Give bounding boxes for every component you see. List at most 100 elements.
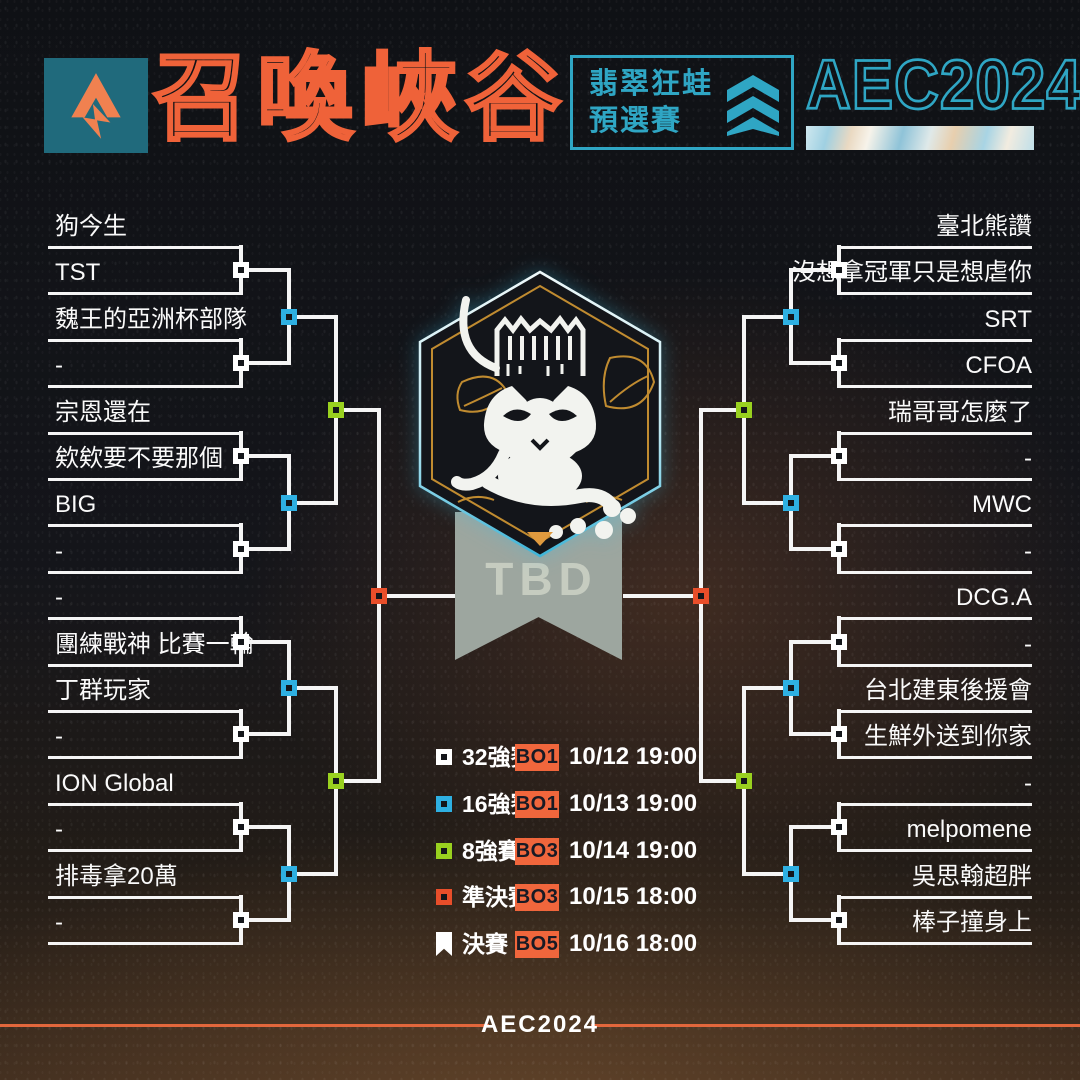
final-line (379, 594, 457, 598)
match-node-semifinal (371, 588, 387, 604)
match-node-r8 (328, 773, 344, 789)
team-underline (48, 339, 243, 342)
team-underline (837, 756, 1032, 759)
team-underline (48, 385, 243, 388)
legend-datetime: 10/13 19:00 (569, 789, 698, 817)
bracket-line (241, 361, 289, 365)
bracket-line (791, 361, 839, 365)
qualifier-line2: 預選賽 (589, 104, 683, 137)
team-underline (837, 617, 1032, 620)
qualifier-box: 翡翠狂蛙 預選賽 (570, 55, 794, 150)
match-node-r32 (831, 634, 847, 650)
bracket-line (791, 454, 839, 458)
legend-datetime: 10/15 18:00 (569, 883, 698, 911)
team-label: 沒想拿冠軍只是想虐你 (792, 259, 1032, 286)
team-underline (48, 803, 243, 806)
qualifier-line1: 翡翠狂蛙 (589, 68, 714, 101)
match-node-r16 (281, 680, 297, 696)
bracket-line (241, 547, 289, 551)
team-label: 丁群玩家 (55, 677, 151, 704)
bracket-line (289, 872, 336, 876)
match-node-semifinal (693, 588, 709, 604)
bracket-line (744, 501, 791, 505)
bracket-line (701, 779, 744, 783)
square-white-icon (436, 749, 452, 765)
team-label: 欸欸要不要那個 (55, 445, 223, 472)
match-node-r16 (281, 866, 297, 882)
team-label: - (1024, 770, 1032, 797)
bracket-line (289, 315, 336, 319)
team-label: - (1024, 538, 1032, 565)
team-underline (837, 849, 1032, 852)
team-label: 吳思翰超胖 (912, 863, 1032, 890)
team-label: - (55, 584, 63, 611)
bracket-line (744, 315, 791, 319)
match-node-r32 (831, 912, 847, 928)
match-node-r32 (233, 912, 249, 928)
bracket-line (241, 640, 289, 644)
match-node-r32 (233, 819, 249, 835)
footer-line-right (591, 1024, 1080, 1027)
match-node-r32 (233, 262, 249, 278)
match-node-r32 (831, 819, 847, 835)
bracket-line (791, 825, 839, 829)
match-node-r16 (783, 495, 799, 511)
match-node-r8 (736, 773, 752, 789)
bracket-line (336, 408, 379, 412)
bracket-line (336, 779, 379, 783)
bo-badge: BO3 (515, 837, 559, 865)
team-label: - (55, 538, 63, 565)
frog-emblem (418, 270, 662, 558)
match-node-r32 (233, 634, 249, 650)
match-node-r32 (831, 541, 847, 557)
team-underline (837, 478, 1032, 481)
bracket-line (744, 686, 791, 690)
event-name: AEC2024 (805, 46, 1080, 126)
tbd-label: TBD (485, 553, 598, 605)
team-underline (837, 803, 1032, 806)
team-label: DCG.A (955, 584, 1032, 611)
match-node-r32 (233, 448, 249, 464)
team-underline (48, 664, 243, 667)
bracket-line (701, 408, 744, 412)
team-label: - (1024, 631, 1032, 658)
match-node-r8 (328, 402, 344, 418)
bracket-line (241, 268, 289, 272)
team-underline (48, 571, 243, 574)
team-label: - (55, 723, 63, 750)
team-label: TST (55, 259, 101, 286)
team-label: MWC (972, 491, 1032, 518)
team-label: 臺北熊讚 (936, 213, 1032, 240)
team-underline (48, 849, 243, 852)
bracket-line (289, 501, 336, 505)
team-label: - (55, 352, 63, 379)
bracket-line (241, 454, 289, 458)
match-node-r16 (281, 309, 297, 325)
footer-label: AEC2024 (480, 1011, 600, 1038)
final-line (623, 594, 701, 598)
square-green-icon (436, 842, 452, 859)
bracket-line (791, 918, 839, 922)
team-underline (48, 246, 243, 249)
team-underline (48, 942, 243, 945)
bracket-line (241, 918, 289, 922)
bo-badge: BO1 (515, 744, 559, 771)
team-underline (48, 292, 243, 295)
match-node-r32 (831, 448, 847, 464)
team-label: BIG (55, 491, 97, 518)
bracket-line (241, 825, 289, 829)
team-underline (837, 246, 1032, 249)
legend-round-label: 決賽 (462, 931, 508, 957)
team-label: 狗今生 (55, 213, 127, 240)
bo-badge: BO1 (515, 790, 559, 818)
match-node-r16 (783, 309, 799, 325)
team-label: 棒子撞身上 (912, 909, 1032, 936)
bracket-line (791, 732, 839, 736)
match-node-r16 (783, 680, 799, 696)
team-underline (48, 432, 243, 435)
